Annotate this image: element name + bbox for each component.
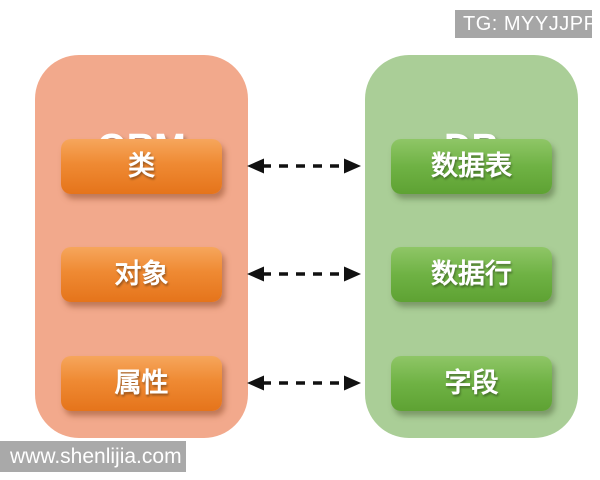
orm-node-object: 对象 <box>61 247 222 302</box>
db-panel: DB 数据表 数据行 字段 <box>365 55 578 438</box>
db-node-table: 数据表 <box>391 139 552 194</box>
mapping-arrow-object-row <box>247 266 361 282</box>
db-node-row: 数据行 <box>391 247 552 302</box>
orm-panel: ORM 类 对象 属性 <box>35 55 248 438</box>
orm-node-class: 类 <box>61 139 222 194</box>
orm-node-attribute: 属性 <box>61 356 222 411</box>
mapping-arrow-class-table <box>247 158 361 174</box>
db-node-field: 字段 <box>391 356 552 411</box>
tg-badge: TG: MYYJJPP <box>455 10 597 38</box>
mapping-arrow-attribute-field <box>247 375 361 391</box>
watermark: www.shenlijia.com <box>0 441 186 472</box>
